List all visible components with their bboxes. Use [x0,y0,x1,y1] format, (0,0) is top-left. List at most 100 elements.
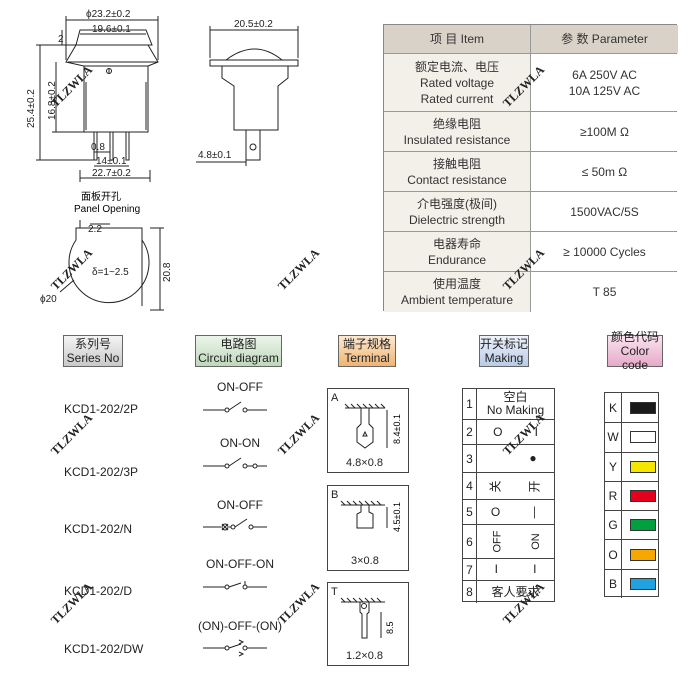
making-custom: 客人要求 [491,584,540,599]
color-swatch [630,577,656,590]
terminal-letter: B [331,489,339,501]
spec-item-cn: 电器寿命 [432,236,481,251]
spec-param-value: 10A 125V AC [568,83,641,98]
series-name: KCD1-202/2P [64,402,139,416]
terminal-box-b [327,485,409,571]
making-row: 7 I I [463,558,554,580]
making-row: 4 关 开 [463,472,554,499]
series-name: KCD1-202/D [64,584,133,598]
making-symbol-right: I [533,562,537,576]
making-num: 6 [463,525,477,558]
circuit-type: (ON)-OFF-(ON) [198,619,282,633]
spec-item-cn: 绝缘电阻 [432,116,481,131]
circuit-type: ON-OFF [217,380,263,394]
header-terminal-cn: 端子规格 [342,337,391,351]
terminal-dim: 8.5 [385,621,395,634]
color-letter: O [605,540,622,569]
making-symbol-left: I [494,562,498,576]
terminal-box-a [327,388,409,473]
making-num: 7 [463,559,477,580]
making-symbol-right: ON [529,533,542,550]
header-series-en: Series No [66,351,120,365]
terminal-letter: T [331,586,338,598]
panel-dim-thickness: δ=1~2.5 [92,267,129,278]
spec-row-endurance: 电器寿命 Endurance ≥ 10000 Cycles [384,231,678,271]
terminal-box-t [327,582,409,666]
spec-row-rated: 额定电流、电压 Rated voltage Rated current 6A 2… [384,53,678,111]
circuit-type: ON-ON [220,436,260,450]
header-series-cn: 系列号 [74,337,111,351]
color-row: R [605,480,658,511]
color-swatch [630,548,656,561]
making-blank-cn: 空白 [503,390,528,404]
making-num: 3 [463,445,477,472]
spec-item-en: Rated voltage [419,75,495,90]
spec-param-value: ≤ 50m Ω [531,152,678,191]
spec-item-cn: 使用温度 [432,277,481,291]
making-row: 2 O I [463,419,554,444]
dim-side-inner: 16.8±0.2 [47,81,58,120]
switch-front-drawing: ϕ23.2±0.2 19.6±0.1 2 25.4±0.2 16.8±0.2 0… [26,9,299,311]
spec-header-param: 参 数 Parameter [531,25,678,53]
making-row: 3 ● [463,444,554,472]
color-row: O [605,539,658,569]
making-symbol-left: 关 [488,479,503,493]
making-num: 1 [463,389,477,419]
spec-param-value: ≥100M Ω [531,112,678,151]
color-swatch [630,519,656,532]
spec-param-value: 6A 250V AC [572,67,637,82]
making-symbol-left: O [490,504,501,519]
color-swatch [630,460,656,473]
header-terminal: 端子规格 Terminal [338,335,396,367]
color-letter: R [605,481,622,511]
spec-item-en: Insulated resistance [403,132,511,147]
series-name: KCD1-202/3P [64,465,139,479]
dim-side-view-width: 20.5±0.2 [234,19,273,30]
making-num: 8 [463,581,477,603]
making-symbol-left: O [493,424,503,439]
header-terminal-en: Terminal [344,351,390,365]
color-swatch [630,489,656,502]
dim-top-inner: 19.6±0.1 [92,24,131,35]
spec-row-contact: 接触电阻 Contact resistance ≤ 50m Ω [384,151,678,191]
terminal-dim: 4.5±0.1 [392,502,402,532]
header-making: 开关标记 Making [479,335,529,367]
panel-dim-phi20: ϕ20 [40,294,57,305]
making-row: 1 空白 No Making [463,389,554,419]
dim-top-outer: ϕ23.2±0.2 [86,9,131,20]
spec-header-row: 项 目 Item 参 数 Parameter [384,25,678,53]
header-color-en: Color code [620,344,650,372]
circuit-diagrams [203,401,267,657]
dim-top-2: 2 [58,34,64,45]
watermark: TLZWLA [48,410,96,458]
color-row: W [605,422,658,452]
dim-pin-227: 22.7±0.2 [92,168,131,179]
spec-row-insulated: 绝缘电阻 Insulated resistance ≥100M Ω [384,111,678,151]
spec-param-value: ≥ 10000 Cycles [531,232,678,271]
spec-header-item: 项 目 Item [384,25,531,53]
color-swatch [630,431,656,444]
dim-side-view-48: 4.8±0.1 [198,150,232,161]
making-symbol-right: I [534,424,538,439]
making-row: 5 O — [463,499,554,524]
making-num: 4 [463,473,477,499]
color-letter: B [605,569,622,598]
making-symbol-right: — [526,506,541,518]
making-num: 5 [463,500,477,524]
spec-item-cn: 接触电阻 [432,156,481,171]
dim-pin-14: 14±0.1 [96,156,127,167]
spec-item-en: Contact resistance [407,172,507,187]
header-color: 颜色代码 Color code [607,330,663,372]
spec-row-dielectric: 介电强度(极间) Dielectric strength 1500VAC/5S [384,191,678,231]
making-num: 2 [463,420,477,444]
color-letter: Y [605,452,622,481]
spec-item-en: Ambient temperature [400,293,514,307]
panel-opening-en: Panel Opening [74,204,140,215]
making-blank-en: No Making [486,403,545,417]
panel-opening-cn: 面板开孔 [81,190,121,203]
terminal-size: 1.2×0.8 [346,650,384,662]
color-row: K [605,393,658,423]
making-row: 8 客人要求 [463,580,554,603]
terminal-letter: A [331,392,339,404]
